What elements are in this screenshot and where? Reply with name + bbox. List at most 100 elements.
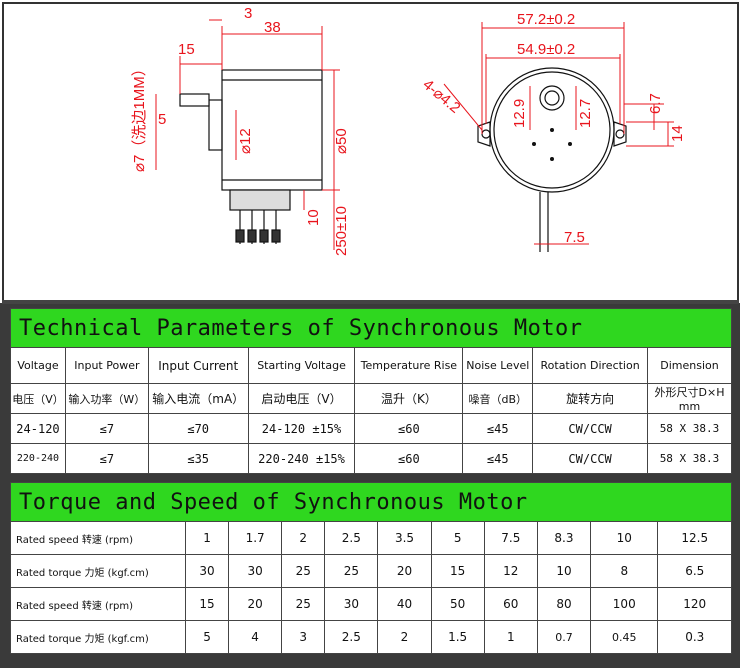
table-cell: 60: [483, 587, 538, 621]
table-cell: 7.5: [483, 521, 538, 555]
table-cell: 25: [324, 554, 379, 588]
table-row: Rated torque 力矩 (kgf.cm) 30 30 25 25 20 …: [10, 554, 732, 588]
dim-12-7: 12.7: [577, 99, 594, 128]
dim-57-2: 57.2±0.2: [517, 11, 575, 28]
table-row: Rated speed 转速 (rpm) 15 20 25 30 40 50 6…: [10, 587, 732, 621]
header-noise-level: Noise Level: [462, 347, 534, 384]
dim-7-5: 7.5: [564, 229, 585, 246]
table-cell: ≤60: [354, 413, 464, 444]
row-label: Rated torque 力矩 (kgf.cm): [10, 554, 186, 588]
dim-38: 38: [264, 19, 281, 36]
header-rotation-direction: Rotation Direction: [532, 347, 648, 384]
table-cell: 40: [377, 587, 432, 621]
torque-title: Torque and Speed of Synchronous Motor: [10, 482, 732, 522]
header-dimension: Dimension: [647, 347, 732, 384]
table-cell: 25: [281, 587, 326, 621]
table-cell: 12.5: [657, 521, 732, 555]
table-cell: 1.5: [430, 620, 485, 654]
table-cell: 15: [184, 587, 230, 621]
header-cn-dimension: 外形尺寸D×H mm: [647, 383, 732, 414]
table-cell: 2: [377, 620, 432, 654]
table-cell: 15: [430, 554, 485, 588]
table-cell: 3.5: [377, 521, 432, 555]
tech-title: Technical Parameters of Synchronous Moto…: [10, 308, 732, 348]
dim-10: 10: [305, 209, 322, 226]
dim-3: 3: [244, 5, 252, 22]
spacer-panel: [2, 262, 739, 302]
table-cell: 2.5: [324, 521, 379, 555]
dim-mount-holes: 4-⌀4.2: [419, 76, 463, 117]
header-cn-input-current: 输入电流（mA）: [147, 383, 249, 414]
table-cell: 20: [377, 554, 432, 588]
motor-dimension-drawing: 3 38 15 5 ⌀7（洗边1MM） ⌀12 ⌀50 10 250±10: [131, 5, 686, 256]
table-cell: 24-120: [10, 413, 66, 444]
table-cell: 12: [483, 554, 538, 588]
table-row: 220-240 ≤7 ≤35 220-240 ±15% ≤60 ≤45 CW/C…: [10, 443, 732, 474]
row-label: Rated torque 力矩 (kgf.cm): [10, 620, 186, 654]
table-cell: CW/CCW: [532, 443, 648, 474]
dim-14: 14: [669, 125, 686, 142]
table-cell: 25: [281, 554, 326, 588]
header-cn-temperature-rise: 温升（K）: [354, 383, 464, 414]
dim-12-9: 12.9: [511, 99, 528, 128]
table-row: Rated speed 转速 (rpm) 1 1.7 2 2.5 3.5 5 7…: [10, 521, 732, 555]
dim-54-9: 54.9±0.2: [517, 41, 575, 58]
table-cell: 8: [590, 554, 659, 588]
table-cell: 2.5: [324, 620, 379, 654]
dim-15: 15: [178, 41, 195, 58]
table-cell: ≤35: [147, 443, 249, 474]
table-cell: 5: [184, 620, 230, 654]
header-cn-starting-voltage: 启动电压（V）: [247, 383, 356, 414]
header-cn-noise-level: 噪音（dB）: [462, 383, 534, 414]
torque-speed-table: Torque and Speed of Synchronous Motor Ra…: [10, 482, 732, 654]
technical-parameters-table: Technical Parameters of Synchronous Moto…: [10, 308, 732, 474]
dim-50: ⌀50: [333, 128, 350, 154]
dim-5: 5: [158, 111, 166, 128]
table-cell: 30: [228, 554, 283, 588]
table-cell: 100: [590, 587, 659, 621]
technical-drawing: 3 38 15 5 ⌀7（洗边1MM） ⌀12 ⌀50 10 250±10: [2, 2, 739, 264]
table-cell: 58 X 38.3: [647, 413, 732, 444]
table-cell: 30: [324, 587, 379, 621]
table-cell: 1.7: [228, 521, 283, 555]
header-voltage: Voltage: [10, 347, 66, 384]
header-starting-voltage: Starting Voltage: [247, 347, 356, 384]
table-cell: 8.3: [536, 521, 592, 555]
row-label: Rated speed 转速 (rpm): [10, 521, 186, 555]
header-cn-rotation-direction: 旋转方向: [532, 383, 648, 414]
table-cell: 30: [184, 554, 230, 588]
table-cell: ≤7: [64, 443, 149, 474]
table-cell: 6.5: [657, 554, 732, 588]
dim-lead-length: 250±10: [333, 206, 350, 256]
table-cell: ≤45: [462, 443, 534, 474]
table-cell: 10: [590, 521, 659, 555]
header-temperature-rise: Temperature Rise: [354, 347, 464, 384]
table-cell: 20: [228, 587, 283, 621]
table-cell: ≤7: [64, 413, 149, 444]
table-cell: 0.45: [590, 620, 659, 654]
header-cn-input-power: 输入功率（W）: [64, 383, 149, 414]
table-cell: ≤45: [462, 413, 534, 444]
table-cell: 220-240: [10, 443, 66, 474]
table-cell: 4: [228, 620, 283, 654]
table-cell: 80: [536, 587, 592, 621]
table-cell: 0.3: [657, 620, 732, 654]
table-cell: 58 X 38.3: [647, 443, 732, 474]
table-cell: 3: [281, 620, 326, 654]
table-cell: ≤70: [147, 413, 249, 444]
table-cell: 5: [430, 521, 485, 555]
table-cell: 2: [281, 521, 326, 555]
header-cn-voltage: 电压（V）: [10, 383, 66, 414]
table-cell: 1: [483, 620, 538, 654]
table-row: Rated torque 力矩 (kgf.cm) 5 4 3 2.5 2 1.5…: [10, 620, 732, 654]
dim-shaft-diameter: ⌀7（洗边1MM）: [131, 61, 148, 172]
row-label: Rated speed 转速 (rpm): [10, 587, 186, 621]
table-cell: 10: [536, 554, 592, 588]
table-cell: 50: [430, 587, 485, 621]
table-cell: ≤60: [354, 443, 464, 474]
table-cell: 220-240 ±15%: [247, 443, 356, 474]
dim-12: ⌀12: [237, 128, 254, 154]
table-cell: 24-120 ±15%: [247, 413, 356, 444]
header-input-power: Input Power: [64, 347, 149, 384]
divider-bar: [2, 300, 739, 304]
